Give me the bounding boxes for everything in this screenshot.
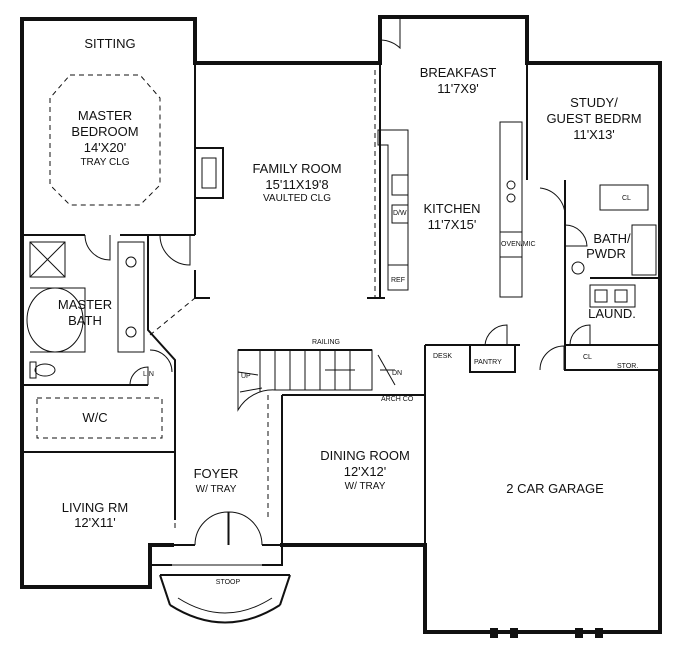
svg-text:DINING ROOM: DINING ROOM: [320, 448, 410, 463]
label-storage: STOR.: [617, 363, 638, 370]
cooktop-burner: [506, 180, 516, 190]
doors: [84, 17, 591, 546]
dashed-openings: [36, 70, 380, 530]
svg-text:12'X12': 12'X12': [344, 464, 387, 479]
label-dishwasher: D/W: [393, 210, 407, 217]
room-label-garage: 2 CAR GARAGE: [506, 481, 604, 496]
garage-door-posts: [490, 628, 603, 638]
svg-text:11'X13': 11'X13': [573, 127, 615, 142]
svg-text:PWDR: PWDR: [586, 246, 626, 261]
toilet: [571, 261, 585, 275]
svg-text:15'11X19'8: 15'11X19'8: [265, 177, 328, 192]
room-label-foyer: FOYER W/ TRAY: [194, 466, 239, 495]
svg-text:W/ TRAY: W/ TRAY: [345, 481, 386, 492]
room-label-stoop: STOOP: [216, 579, 241, 586]
room-label-dining-room: DINING ROOM 12'X12' W/ TRAY: [320, 448, 410, 492]
svg-text:BEDROOM: BEDROOM: [71, 124, 138, 139]
master-bath-fixtures: [26, 241, 145, 379]
room-label-wc: W/C: [82, 410, 107, 425]
room-label-kitchen: KITCHEN 11'7X15': [423, 201, 480, 232]
refrigerator: [387, 264, 409, 291]
toilet: [34, 363, 56, 377]
label-stair-down: DN: [392, 370, 402, 377]
tray-ceiling-outline: [49, 74, 161, 206]
room-label-study: STUDY/ GUEST BEDRM 11'X13': [546, 95, 641, 142]
svg-text:BREAKFAST: BREAKFAST: [420, 65, 497, 80]
fireplace: [194, 147, 224, 199]
label-refrigerator: REF: [391, 277, 405, 284]
cooktop-burner: [506, 193, 516, 203]
label-pantry: PANTRY: [474, 359, 502, 366]
svg-text:BATH/: BATH/: [593, 231, 631, 246]
room-label-sitting: SITTING: [84, 36, 135, 51]
svg-text:GUEST BEDRM: GUEST BEDRM: [546, 111, 641, 126]
label-railing: RAILING: [312, 339, 340, 346]
arch-opening: [149, 297, 196, 336]
svg-text:FAMILY ROOM: FAMILY ROOM: [252, 161, 341, 176]
svg-text:FOYER: FOYER: [194, 466, 239, 481]
label-closet: CL: [583, 354, 592, 361]
label-lin: LIN: [143, 371, 154, 378]
svg-text:LIVING RM: LIVING RM: [62, 500, 128, 515]
label-desk: DESK: [433, 353, 452, 360]
label-oven: OVEN/MIC: [501, 241, 536, 248]
svg-text:VAULTED CLG: VAULTED CLG: [263, 193, 331, 204]
svg-text:W/ TRAY: W/ TRAY: [196, 484, 237, 495]
svg-text:MASTER: MASTER: [78, 108, 132, 123]
shower: [29, 241, 66, 278]
svg-text:TRAY CLG: TRAY CLG: [80, 157, 129, 168]
svg-text:11'7X9': 11'7X9': [437, 81, 479, 96]
room-label-laundry: LAUND.: [588, 306, 636, 321]
stoop: [149, 545, 291, 624]
svg-text:STUDY/: STUDY/: [570, 95, 618, 110]
room-label-living-rm: LIVING RM 12'X11': [62, 500, 128, 530]
room-label-bath-pwdr: BATH/ PWDR: [586, 231, 631, 261]
svg-text:KITCHEN: KITCHEN: [423, 201, 480, 216]
room-label-breakfast: BREAKFAST 11'7X9': [420, 65, 497, 96]
room-label-master-bath: MASTER BATH: [58, 297, 112, 328]
label-stair-up: UP: [241, 373, 251, 380]
label-closet-study: CL: [622, 195, 631, 202]
staircase: [237, 349, 396, 412]
vanity: [117, 241, 145, 353]
svg-text:12'X11': 12'X11': [74, 515, 116, 530]
svg-text:14'X20': 14'X20': [84, 140, 127, 155]
sink: [391, 174, 409, 196]
svg-text:11'7X15': 11'7X15': [428, 217, 477, 232]
kitchen-counters: [377, 121, 523, 298]
svg-text:BATH: BATH: [68, 313, 102, 328]
bath-laundry-fixtures: [571, 184, 657, 308]
wc-dashed-outline: [36, 397, 163, 439]
tub: [631, 224, 657, 276]
svg-text:MASTER: MASTER: [58, 297, 112, 312]
label-arch-co: ARCH CO: [381, 396, 414, 403]
room-label-family-room: FAMILY ROOM 15'11X19'8 VAULTED CLG: [252, 161, 341, 204]
room-label-master-bedroom: MASTER BEDROOM 14'X20' TRAY CLG: [71, 108, 138, 168]
dryer: [614, 289, 628, 303]
washer: [594, 289, 608, 303]
